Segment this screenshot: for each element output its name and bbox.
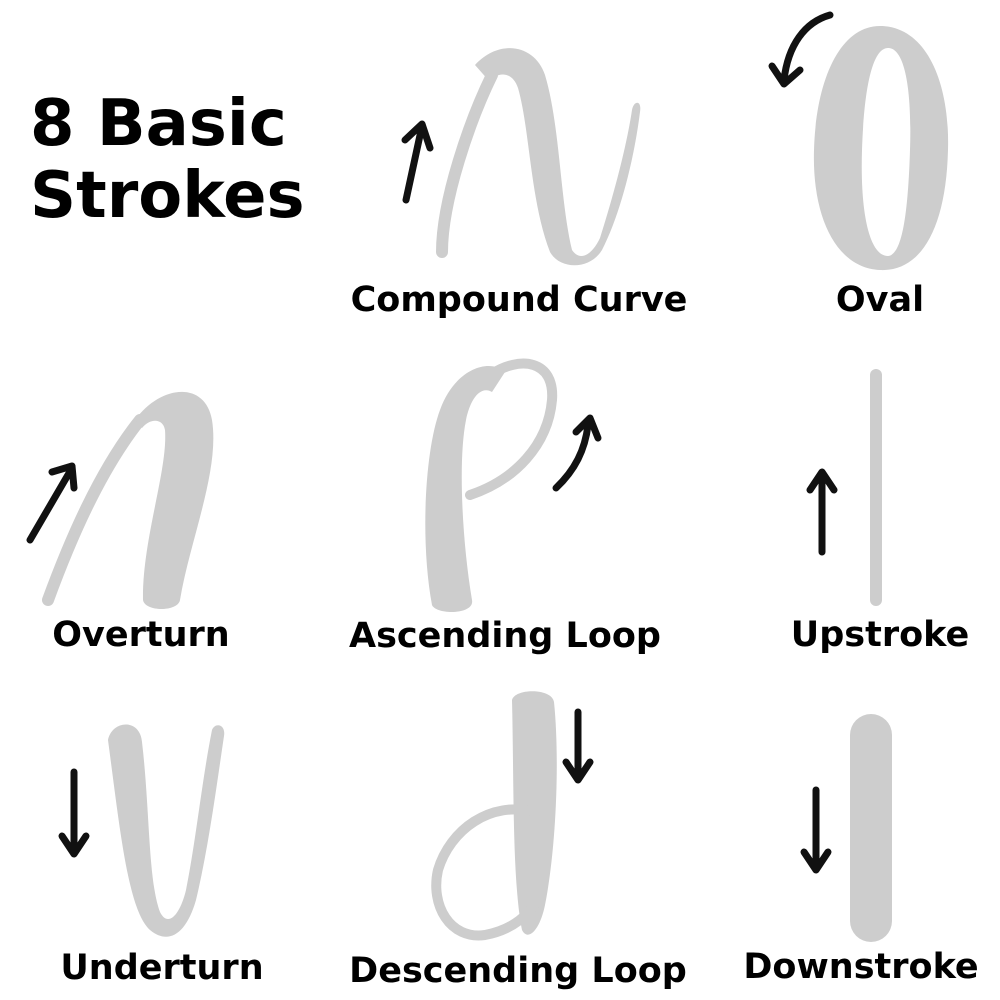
overturn-arrow-icon <box>26 462 78 544</box>
downstroke-stroke <box>850 714 892 942</box>
oval-stroke <box>813 26 949 271</box>
underturn-arrow-icon <box>58 768 90 858</box>
ascending-loop-stroke <box>425 358 558 612</box>
title-line-1: 8 Basic <box>30 87 287 161</box>
label-upstroke: Upstroke <box>790 615 970 655</box>
descending-loop-arrow-icon <box>562 708 594 784</box>
label-compound-curve: Compound Curve <box>350 280 688 320</box>
underturn-stroke <box>108 724 225 937</box>
label-oval: Oval <box>835 280 925 320</box>
compound-curve-stroke <box>436 48 641 266</box>
title-line-2: Strokes <box>30 159 305 233</box>
ascending-loop-arrow-icon <box>552 414 602 492</box>
downstroke-arrow-icon <box>800 786 832 874</box>
label-ascending-loop: Ascending Loop <box>349 616 661 656</box>
descending-loop-stroke <box>431 691 557 941</box>
label-descending-loop: Descending Loop <box>349 951 687 991</box>
upstroke-arrow-icon <box>806 468 838 556</box>
label-overturn: Overturn <box>52 615 230 655</box>
page-title: 8 Basic Strokes <box>30 88 305 232</box>
overturn-stroke <box>42 391 214 609</box>
oval-arrow-icon <box>768 11 834 88</box>
compound-curve-arrow-icon <box>401 120 434 204</box>
label-underturn: Underturn <box>60 948 264 988</box>
label-downstroke: Downstroke <box>743 947 979 987</box>
